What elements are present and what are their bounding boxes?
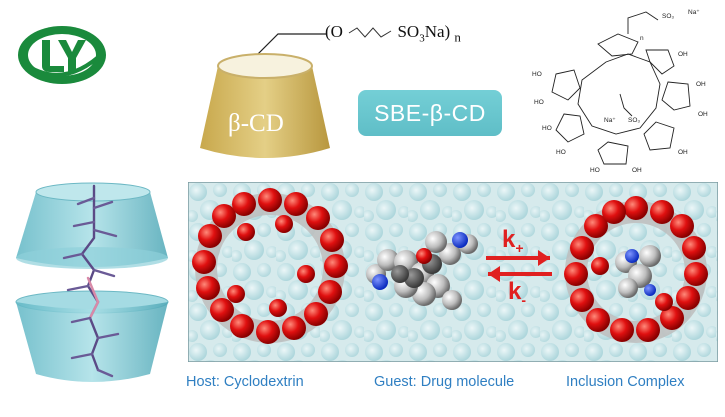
sbe-beta-cd-badge: SBE-β-CD: [358, 90, 502, 136]
substituent-formula: (O SO3Na) n: [325, 22, 461, 45]
structure-n: n: [640, 35, 644, 42]
structure-oh-3: OH: [698, 111, 708, 118]
formula-leader-line: [253, 33, 326, 59]
structure-ho-5: HO: [590, 167, 600, 174]
structure-na-top: Na⁺: [688, 9, 700, 16]
structure-oh-5: OH: [678, 51, 688, 58]
structure-ho-1: HO: [532, 71, 542, 78]
cyclodextrin-cups-illustration: [15, 182, 169, 382]
inclusion-complex: [564, 196, 708, 343]
caption-guest: Guest: Drug molecule: [374, 374, 515, 390]
guest-molecule: [366, 231, 478, 310]
structure-ho-4: HO: [556, 149, 566, 156]
structure-ho-2: HO: [534, 99, 544, 106]
caption-host: Host: Cyclodextrin: [186, 374, 304, 390]
structure-oh-4: OH: [696, 81, 706, 88]
host-ring: [192, 188, 348, 344]
company-logo: [18, 26, 106, 84]
inclusion-mechanism-panel: [188, 182, 718, 362]
structure-ho-3: HO: [542, 125, 552, 132]
structure-so3-mid: SO₃: [628, 117, 640, 124]
structure-na-mid: Na⁺: [604, 117, 616, 124]
beta-cd-cone: [200, 53, 330, 158]
structure-oh-1: OH: [632, 167, 642, 174]
equilibrium-arrows: [486, 250, 552, 282]
structure-oh-2: OH: [678, 149, 688, 156]
cone-label: β-CD: [228, 110, 284, 137]
structure-so3-top: SO₃: [662, 13, 674, 20]
caption-complex: Inclusion Complex: [566, 374, 685, 390]
sbe-structure-diagram: SO₃ Na⁺ SO₃ Na⁺ HO HO HO HO HO OH OH OH …: [532, 9, 708, 174]
rate-constant-reverse: k-: [508, 278, 527, 308]
rate-constant-forward: k+: [502, 226, 524, 256]
